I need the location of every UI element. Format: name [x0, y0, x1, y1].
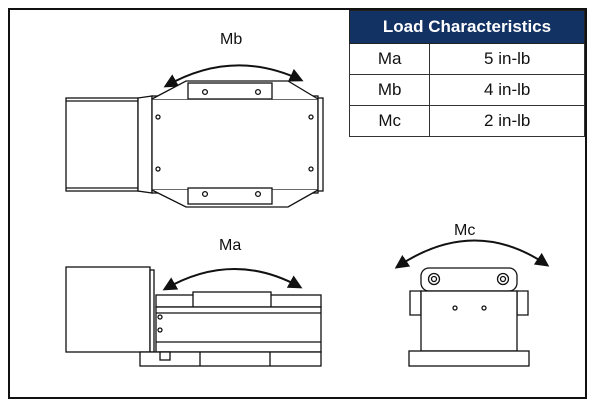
table-header-row: Load Characteristics: [349, 10, 585, 44]
outer-border: [8, 8, 587, 399]
end-view-body: [420, 290, 518, 352]
side-view: [65, 266, 322, 367]
top-view-motor: [65, 97, 139, 192]
table-row: Mb 4 in-lb: [348, 74, 585, 106]
end-view: [394, 239, 550, 367]
table-title: Load Characteristics: [349, 10, 585, 44]
load-characteristics-table: Load Characteristics Ma 5 in-lb Mb 4 in-…: [348, 10, 585, 137]
moment-name: Mc: [348, 105, 431, 137]
moment-value: 2 in-lb: [429, 105, 585, 137]
table-row: Mc 2 in-lb: [348, 105, 585, 137]
mc-rotation-arrow: [394, 239, 550, 269]
side-view-motor: [65, 266, 151, 353]
ma-rotation-arrow: [162, 268, 303, 291]
top-carriage: [187, 82, 273, 100]
moment-name: Ma: [348, 43, 431, 75]
mb-label: Mb: [220, 31, 243, 48]
mc-label: Mc: [454, 222, 476, 239]
side-view-body: [155, 306, 322, 353]
bottom-carriage: [187, 187, 273, 205]
top-view-body: [151, 95, 319, 194]
table-row: Ma 5 in-lb: [348, 43, 585, 75]
mb-rotation-arrow: [163, 64, 304, 88]
moment-value: 5 in-lb: [429, 43, 585, 75]
moment-value: 4 in-lb: [429, 74, 585, 106]
top-view: [65, 64, 324, 208]
side-carriage: [192, 291, 272, 308]
moment-name: Mb: [348, 74, 431, 106]
ma-label: Ma: [219, 237, 242, 254]
